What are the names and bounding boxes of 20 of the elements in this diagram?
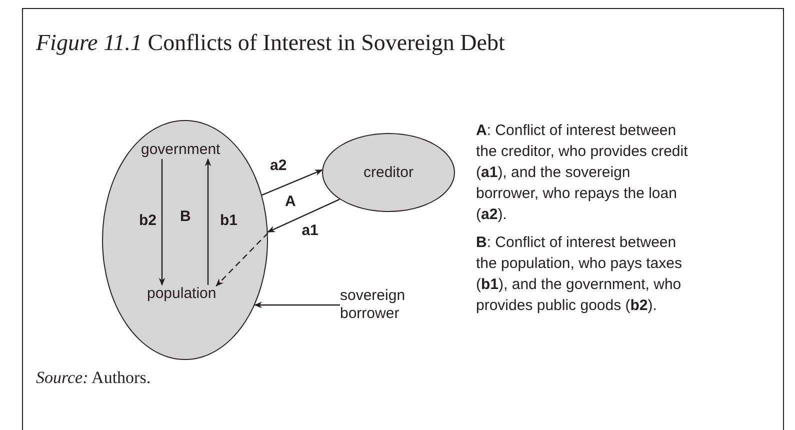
conflict-label: A (285, 193, 296, 210)
arrow (204, 158, 212, 285)
source-caption: Source: Authors. (36, 368, 151, 388)
arrow (254, 302, 340, 308)
node-label: population (147, 285, 216, 303)
arrow (262, 169, 323, 196)
node-label: creditor (363, 164, 414, 181)
explanation-text: B: Conflict of interest between the population, who pays taxes (b1), and the government, who provides public goods (b2). (476, 233, 683, 316)
node-label: government (141, 141, 220, 159)
conflict-label: B (180, 208, 191, 225)
edge-label: b1 (220, 212, 238, 229)
arrow (267, 198, 340, 233)
figure-title: Figure 11.1 Conflicts of Interest in Sovereign Debt (36, 30, 505, 56)
edge-label: a1 (302, 222, 318, 239)
dashed-arrow (216, 232, 268, 286)
arrow (158, 159, 166, 286)
explanation-text: A: Conflict of interest between the creditor, who provides credit (a1), and the sovereign borrower, who repays the loan (a2). (476, 121, 688, 225)
edge-label: b2 (139, 212, 157, 229)
node-label: sovereign borrower (340, 287, 420, 323)
edge-label: a2 (270, 156, 287, 174)
